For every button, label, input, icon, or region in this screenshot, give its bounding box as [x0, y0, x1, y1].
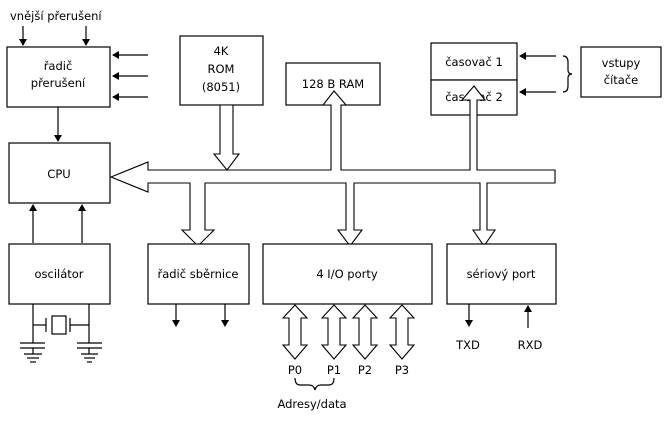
interrupt-controller-block: řadič přerušení — [6, 46, 111, 108]
external-interrupts-label: vnější přerušení — [10, 9, 102, 23]
port-p2-arrow — [351, 304, 379, 360]
port-arrows — [281, 304, 416, 360]
crystal-icon — [32, 304, 90, 343]
interrupt-controller-label-2: přerušení — [31, 76, 86, 90]
port-p3-label: P3 — [395, 363, 409, 377]
txd-label: TXD — [455, 338, 480, 352]
address-data-brace — [294, 377, 335, 391]
timer1-label: časovač 1 — [445, 55, 503, 69]
rom-bus-arrow — [212, 104, 241, 171]
bus-controller-label: řadič sběrnice — [157, 267, 238, 281]
port-p0-label: P0 — [288, 363, 302, 377]
counter-inputs-label-1: vstupy — [602, 56, 641, 70]
port-p2-label: P2 — [358, 363, 372, 377]
ram-label: 128 B RAM — [302, 77, 364, 91]
rom-label-2: ROM — [208, 62, 235, 76]
rom-label-1: 4K — [214, 44, 229, 58]
rxd-label: RXD — [518, 338, 543, 352]
interrupt-controller-label-1: řadič — [44, 59, 73, 73]
ground-icon-2 — [77, 342, 102, 363]
port-p1-label: P1 — [327, 363, 341, 377]
rom-block: 4K ROM (8051) — [179, 35, 264, 106]
oscillator-block: oscilátor — [8, 243, 111, 305]
port-p3-arrow — [388, 304, 416, 360]
port-p0-arrow — [281, 304, 309, 360]
system-bus — [109, 85, 556, 247]
port-p1-arrow — [320, 304, 348, 360]
ground-icon-1 — [20, 342, 45, 363]
rom-label-3: (8051) — [202, 80, 240, 94]
bus-controller-block: řadič sběrnice — [147, 243, 250, 305]
io-ports-block: 4 I/O porty — [262, 243, 433, 305]
serial-port-label: sériový port — [467, 267, 536, 281]
address-data-label: Adresy/data — [277, 397, 346, 411]
io-ports-label: 4 I/O porty — [316, 267, 378, 281]
oscillator-label: oscilátor — [34, 267, 83, 281]
cpu-block: CPU — [8, 142, 111, 204]
counter-inputs-label-2: čítače — [604, 73, 638, 87]
cpu-label: CPU — [47, 167, 70, 181]
curly-brace — [562, 55, 573, 93]
counter-inputs-block: vstupy čítače — [580, 46, 662, 98]
serial-port-block: sériový port — [446, 243, 557, 305]
